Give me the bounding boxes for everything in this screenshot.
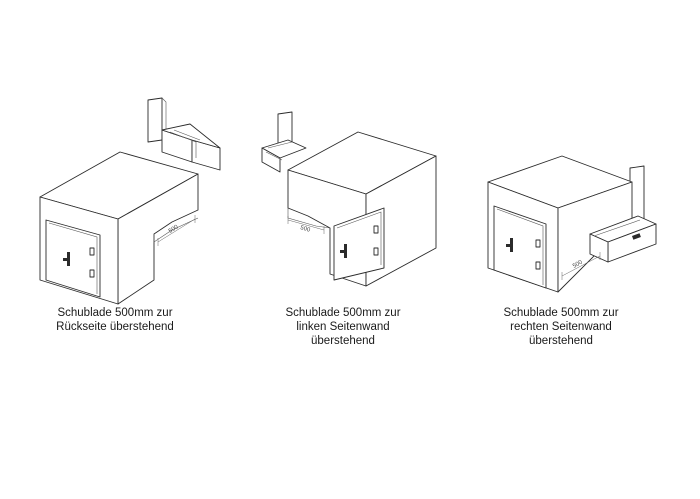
caption-rear: Schublade 500mm zur Rückseite überstehen… — [40, 306, 190, 334]
door-handle — [67, 252, 70, 266]
caption-line: überstehend — [311, 335, 375, 347]
caption-line: linken Seitenwand — [296, 321, 390, 333]
safe-door — [493, 205, 547, 289]
caption-line: überstehend — [529, 335, 593, 347]
caption-line: Rückseite überstehend — [56, 321, 174, 333]
caption-line: Schublade 500mm zur — [57, 307, 173, 319]
caption-right: Schublade 500mm zur rechten Seitenwand ü… — [486, 306, 636, 348]
safe-door — [333, 207, 385, 281]
safe-side — [117, 173, 199, 305]
safe-drawing-rear: 500 — [30, 92, 230, 307]
caption-left: Schublade 500mm zur linken Seitenwand üb… — [268, 306, 418, 348]
door-handle — [510, 238, 513, 252]
caption-line: Schublade 500mm zur — [503, 307, 619, 319]
caption-line: rechten Seitenwand — [510, 321, 612, 333]
safe-drawing-left: 500 — [258, 108, 448, 308]
door-handle — [344, 244, 347, 258]
dimension-label: 500 — [168, 224, 180, 235]
rear-plate — [147, 97, 163, 143]
caption-line: Schublade 500mm zur — [285, 307, 401, 319]
dimension-label: 500 — [572, 259, 584, 270]
safe-door — [45, 219, 101, 298]
dimension-label: 500 — [299, 225, 311, 234]
safe-drawing-right: 500 — [482, 150, 672, 310]
